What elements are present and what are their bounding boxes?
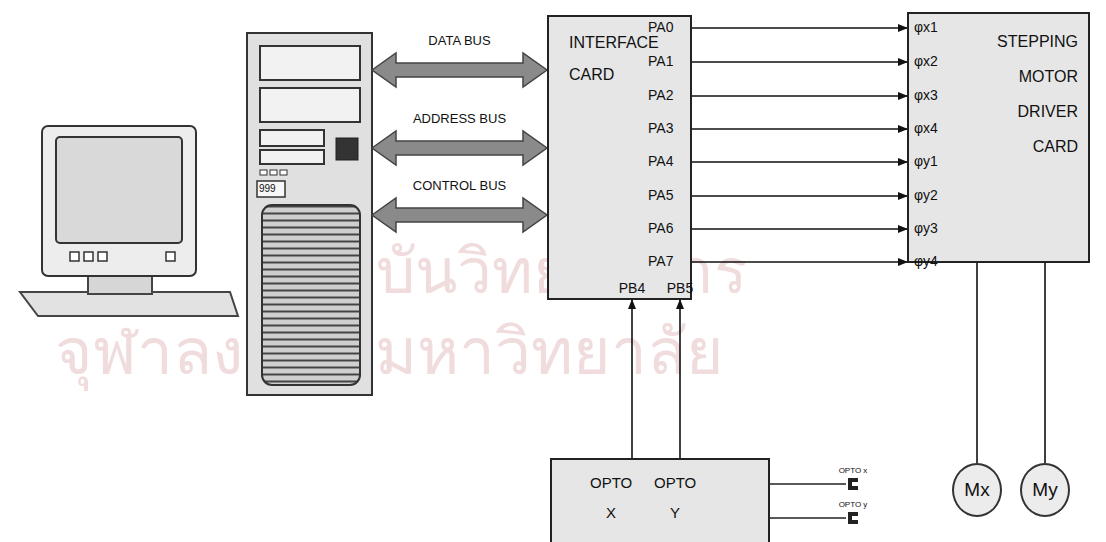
motor-label: Mx [964,479,989,501]
monitor [20,126,238,316]
signal-arrow [692,61,907,63]
pin-name: PA7 [648,253,673,269]
phase-name: φx1 [914,19,938,35]
pin-name: PA2 [648,87,673,103]
phase-name: φy1 [914,153,938,169]
motor-wire [976,263,978,463]
bus-label: CONTROL BUS [411,178,508,193]
pin-name: PA4 [648,153,673,169]
phase-name: φx3 [914,87,938,103]
bus-arrow [372,131,547,165]
bus-label: ADDRESS BUS [411,111,508,126]
card-title: STEPPING MOTOR DRIVER CARD [997,24,1078,164]
bus-arrow [372,198,547,232]
display-text: 999 [259,183,276,195]
pin-name: PA1 [648,53,673,69]
sensor-label: OPTO y [839,500,868,509]
pin-name: PA3 [648,120,673,136]
computer-tower [247,33,372,395]
sensor-label: OPTO x [839,466,868,475]
phase-name: φy4 [914,253,938,269]
phase-name: φx4 [914,120,938,136]
computer-tower: 999 [247,33,372,395]
signal-arrow [692,228,907,230]
pin-name: PB4 [619,280,645,296]
motor-circle: My [1020,463,1070,517]
bus-arrow [372,53,547,87]
opto-box: OPTO X OPTO Y [550,458,770,542]
pin-name: PA6 [648,220,673,236]
signal-arrow [631,300,633,458]
phase-name: φx2 [914,53,938,69]
opto-title: OPTO X [590,468,632,528]
signal-arrow [679,300,681,458]
signal-arrow [692,27,907,29]
opto-title: OPTO Y [654,468,696,528]
card-title: INTERFACE CARD [569,27,659,91]
signal-arrow [692,195,907,197]
signal-arrow [692,161,907,163]
pin-name: PA5 [648,187,673,203]
signal-arrow [692,261,907,263]
signal-arrow [692,95,907,97]
motor-label: My [1032,479,1057,501]
motor-wire [1044,263,1046,463]
signal-arrow [692,128,907,130]
bus-label: DATA BUS [426,33,492,48]
phase-name: φy3 [914,220,938,236]
pin-name: PB5 [667,280,693,296]
motor-circle: Mx [952,463,1002,517]
phase-name: φy2 [914,187,938,203]
pin-name: PA0 [648,19,673,35]
